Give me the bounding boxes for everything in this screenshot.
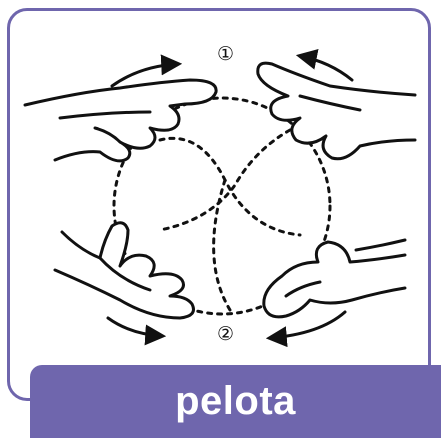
sign-word: pelota	[175, 379, 296, 423]
word-label-bar: pelota	[30, 365, 441, 438]
top-left-hand	[23, 78, 218, 163]
step-2-marker: ②	[217, 323, 234, 345]
bottom-left-hand	[53, 221, 195, 320]
ball-outline	[112, 96, 332, 316]
step-1-marker: ①	[217, 43, 234, 65]
circular-motion-arrow-icon	[106, 49, 354, 348]
bottom-right-hand	[262, 238, 407, 319]
top-right-hand	[256, 61, 417, 161]
